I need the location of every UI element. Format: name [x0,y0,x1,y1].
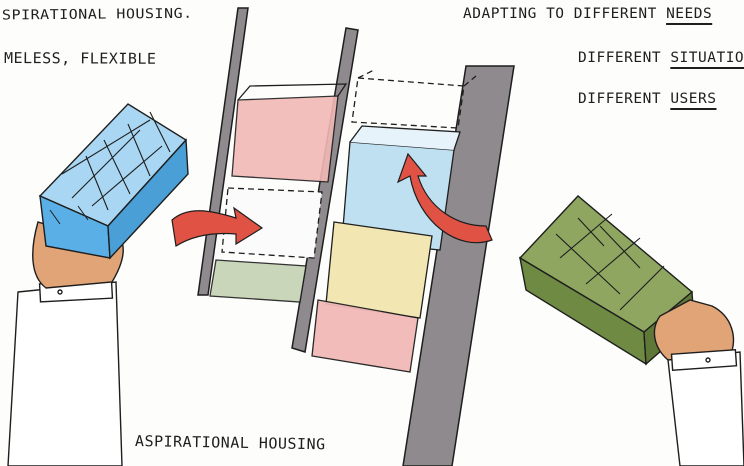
title-aspirational-housing-top: SPIRATIONAL HOUSING. [2,5,193,23]
users-text: USERS [670,91,716,107]
left-hand-with-blue-box [8,104,188,466]
line-different-situations: DIFFERENT SITUATIO [578,50,744,66]
left-sleeve [8,282,122,466]
heading-needs-text: NEEDS [666,6,712,22]
sage-module [210,260,306,302]
different-label-1: DIFFERENT [578,50,661,66]
heading-adapting-text: ADAPTING TO DIFFERENT [463,6,657,22]
caption-aspirational-housing: ASPIRATIONAL HOUSING [135,432,326,453]
right-hand-with-green-box [520,196,744,466]
different-label-2: DIFFERENT [578,91,661,107]
situations-text: SITUATIO [670,50,744,66]
pink-module [232,96,338,182]
dashed-upper-module [352,78,464,128]
line-different-users: DIFFERENT USERS [578,91,716,107]
cream-module [326,222,432,318]
heading-adapting: ADAPTING TO DIFFERENT NEEDS [463,6,712,22]
subtitle-flexible: MELESS, FLEXIBLE [4,49,157,68]
